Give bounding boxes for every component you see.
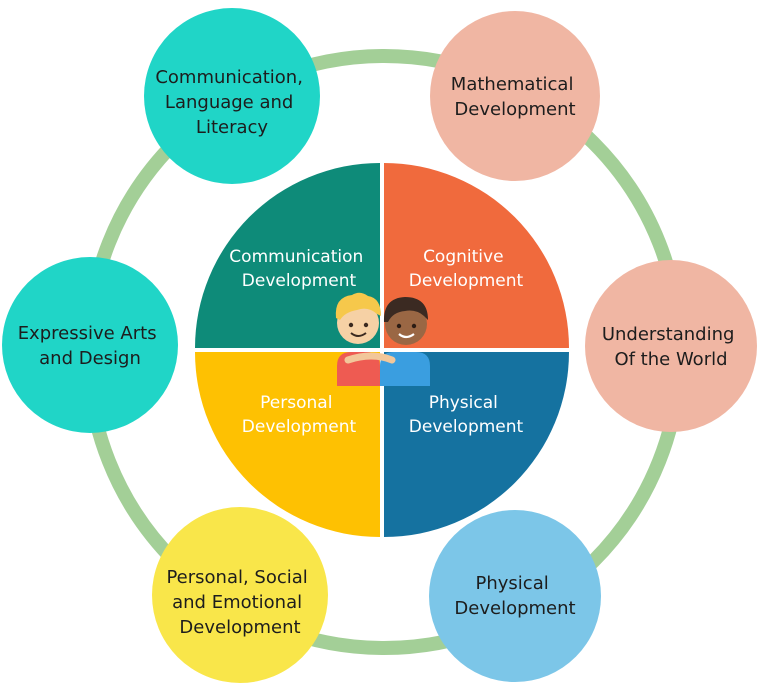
center-pie xyxy=(195,163,569,537)
svg-text:Expressive Arts and Desi: Expressive Arts and Design xyxy=(18,323,163,369)
area-understanding-the-world: Understanding Of the World xyxy=(585,260,757,432)
svg-text:Personal, Social and Emo: Personal, Social and Emotional Developme… xyxy=(166,567,313,638)
center-physical-label: Physical Development xyxy=(409,393,524,437)
svg-text:Mathematical Development: Mathematical Development xyxy=(451,74,579,120)
quadrant-communication xyxy=(195,163,380,348)
area-communication-language-literacy: Communication, Language and Literacy xyxy=(144,8,320,184)
area-physical-development: Physical Development xyxy=(429,510,601,682)
two-children-icon xyxy=(335,292,430,386)
svg-text:Physical Development: Physical Development xyxy=(454,573,575,619)
svg-text:Communication, Language: Communication, Language and Literacy xyxy=(155,67,308,138)
area-expressive-arts-design: Expressive Arts and Design xyxy=(2,257,178,433)
center-communication-label: Communication Development xyxy=(229,247,368,291)
quadrant-cognitive xyxy=(384,163,569,348)
area-mathematical-development: Mathematical Development xyxy=(430,11,600,181)
center-personal-label: Personal Development xyxy=(242,393,357,437)
svg-text:Understanding Of the Wor: Understanding Of the World xyxy=(602,324,740,370)
quadrant-physical xyxy=(384,352,569,537)
center-cognitive-label: Cognitive Development xyxy=(409,247,524,291)
quadrant-personal xyxy=(195,352,380,537)
area-personal-social-emotional: Personal, Social and Emotional Developme… xyxy=(152,507,328,683)
